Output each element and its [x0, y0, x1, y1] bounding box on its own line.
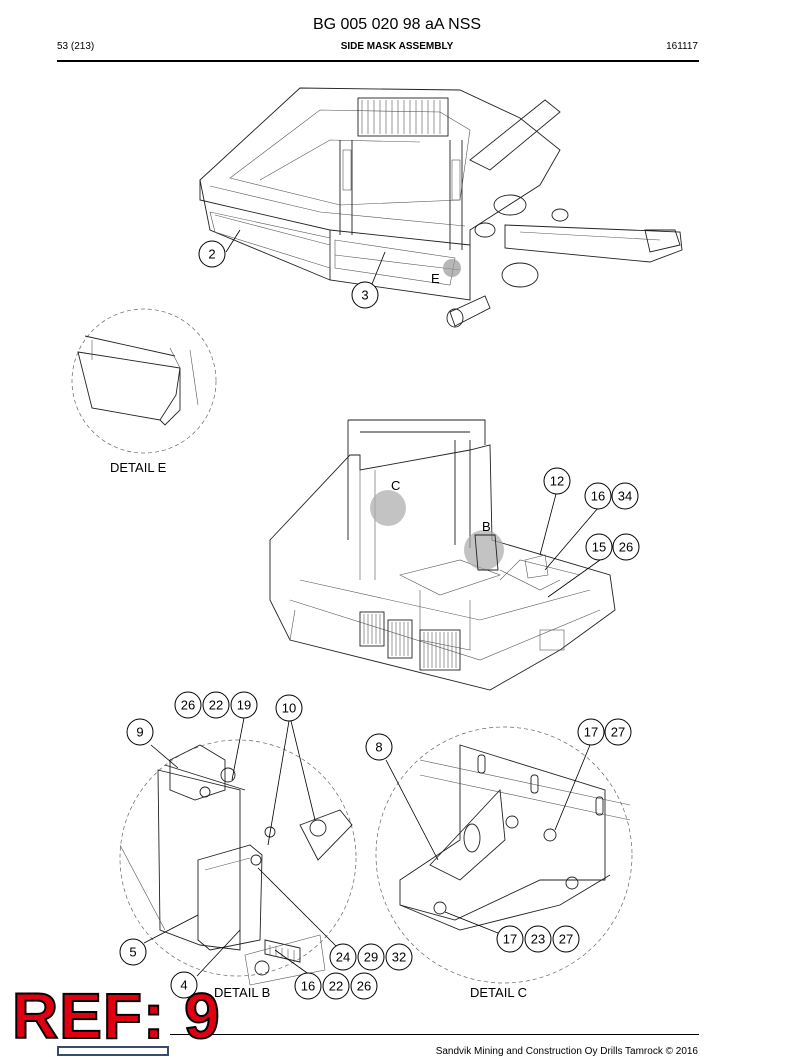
callout-16: 16 — [301, 979, 315, 994]
callout-4: 4 — [180, 978, 187, 993]
callout-12: 12 — [550, 474, 564, 489]
detail-marker-e: E — [431, 271, 440, 286]
detail-e-drawing — [71, 308, 217, 454]
callout-23: 23 — [531, 932, 545, 947]
top-assembly-drawing — [199, 87, 683, 328]
ref-stamp: REF: 9 — [11, 980, 221, 1052]
callout-17: 17 — [584, 725, 598, 740]
callout-19: 19 — [237, 698, 251, 713]
detail-e-label: DETAIL E — [110, 460, 167, 475]
callout-3: 3 — [361, 288, 368, 303]
callout-2: 2 — [208, 247, 215, 262]
callout-9: 9 — [136, 725, 143, 740]
document-code: BG 005 020 98 aA NSS — [312, 16, 482, 33]
detail-labels: E C B DETAIL E DETAIL B DETAIL C — [110, 271, 527, 1000]
callout-26: 26 — [357, 979, 371, 994]
callout-34: 34 — [618, 489, 632, 504]
callout-27: 27 — [611, 725, 625, 740]
callout-29: 29 — [364, 950, 378, 965]
callout-circles: 2 3 12 16 34 15 26 26 22 19 10 9 8 17 27… — [119, 240, 640, 1000]
callout-24: 24 — [336, 950, 350, 965]
detail-b-drawing — [119, 739, 357, 986]
page-number: 53 (213) — [57, 41, 95, 52]
callout-27: 27 — [559, 932, 573, 947]
callout-26: 26 — [181, 698, 195, 713]
callout-22: 22 — [329, 979, 343, 994]
detail-marker-c: C — [391, 478, 400, 493]
callout-10: 10 — [282, 701, 296, 716]
footer-divider — [170, 1034, 699, 1035]
footer-copyright: Sandvik Mining and Construction Oy Drill… — [435, 1046, 698, 1057]
callout-8: 8 — [375, 740, 382, 755]
detail-marker-b: B — [482, 519, 491, 534]
callout-17: 17 — [503, 932, 517, 947]
callout-5: 5 — [129, 945, 136, 960]
leader-lines — [143, 229, 601, 977]
detail-c-label: DETAIL C — [470, 985, 527, 1000]
page-title: SIDE MASK ASSEMBLY — [340, 41, 454, 52]
callout-32: 32 — [392, 950, 406, 965]
document-date: 161117 — [666, 41, 698, 52]
callout-26: 26 — [619, 540, 633, 555]
header-divider — [57, 60, 699, 62]
detail-c-drawing — [375, 726, 633, 984]
detail-b-label: DETAIL B — [214, 985, 270, 1000]
middle-assembly-drawing — [269, 419, 616, 691]
callout-15: 15 — [592, 540, 606, 555]
callout-22: 22 — [209, 698, 223, 713]
callout-16: 16 — [591, 489, 605, 504]
